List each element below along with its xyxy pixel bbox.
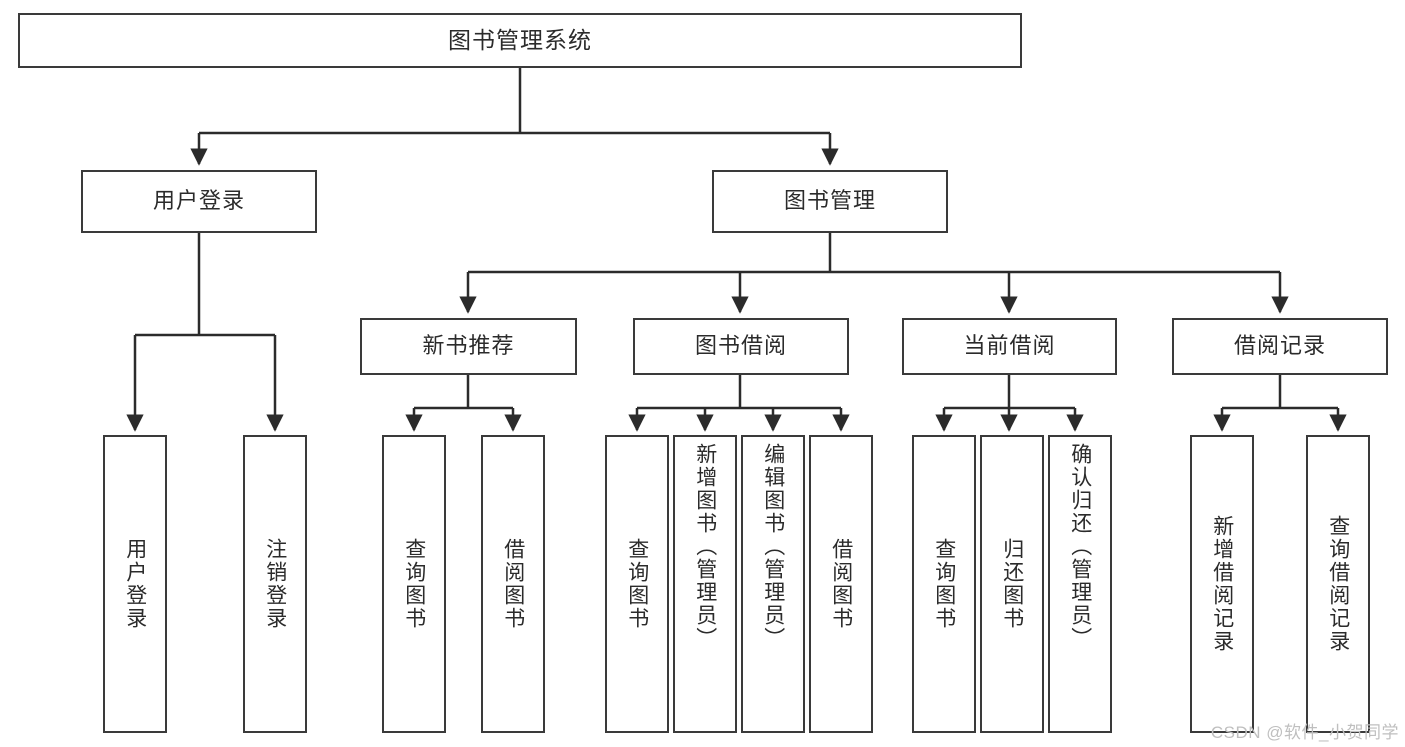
node-label: 图书借阅: [694, 333, 787, 359]
node-label: 当前借阅: [963, 333, 1056, 359]
leaf-borrow-record-add-record[interactable]: 新增借阅记录: [1190, 435, 1254, 733]
leaf-label: 查询图书: [932, 538, 956, 630]
leaf-current-borrow-query-book[interactable]: 查询图书: [912, 435, 976, 733]
leaf-current-borrow-confirm-return-admin[interactable]: 确认归还（管理员）: [1048, 435, 1112, 733]
leaf-label: 编辑图书（管理员）: [761, 443, 785, 650]
leaf-label: 新增图书（管理员）: [693, 443, 717, 650]
leaf-borrow-record-query-record[interactable]: 查询借阅记录: [1306, 435, 1370, 733]
leaf-current-borrow-return-book[interactable]: 归还图书: [980, 435, 1044, 733]
leaf-user-login-logout[interactable]: 注销登录: [243, 435, 307, 733]
node-book-borrow[interactable]: 图书借阅: [633, 318, 849, 375]
leaf-new-book-query-book[interactable]: 查询图书: [382, 435, 446, 733]
leaf-label: 用户登录: [123, 538, 147, 630]
node-new-book-recommend[interactable]: 新书推荐: [360, 318, 577, 375]
leaf-label: 查询借阅记录: [1326, 515, 1350, 653]
node-label: 图书管理系统: [448, 26, 592, 53]
leaf-label: 注销登录: [263, 538, 287, 630]
leaf-label: 归还图书: [1000, 538, 1024, 630]
node-label: 借阅记录: [1233, 333, 1326, 359]
leaf-label: 查询图书: [402, 538, 426, 630]
leaf-book-borrow-add-book-admin[interactable]: 新增图书（管理员）: [673, 435, 737, 733]
leaf-new-book-borrow-book[interactable]: 借阅图书: [481, 435, 545, 733]
node-book-management[interactable]: 图书管理: [712, 170, 948, 233]
node-user-login[interactable]: 用户登录: [81, 170, 317, 233]
node-borrow-record[interactable]: 借阅记录: [1172, 318, 1388, 375]
leaf-label: 查询图书: [625, 538, 649, 630]
csdn-watermark: CSDN @软件_小贺同学: [1210, 723, 1399, 742]
leaf-label: 借阅图书: [829, 538, 853, 630]
node-current-borrow[interactable]: 当前借阅: [902, 318, 1117, 375]
leaf-book-borrow-edit-book-admin[interactable]: 编辑图书（管理员）: [741, 435, 805, 733]
leaf-label: 确认归还（管理员）: [1068, 443, 1092, 650]
node-root-book-management-system[interactable]: 图书管理系统: [18, 13, 1022, 68]
leaf-user-login-login[interactable]: 用户登录: [103, 435, 167, 733]
node-label: 用户登录: [152, 188, 245, 214]
node-label: 图书管理: [783, 188, 876, 214]
leaf-label: 新增借阅记录: [1210, 515, 1234, 653]
leaf-book-borrow-query-book[interactable]: 查询图书: [605, 435, 669, 733]
node-label: 新书推荐: [422, 333, 515, 359]
leaf-book-borrow-borrow-book[interactable]: 借阅图书: [809, 435, 873, 733]
leaf-label: 借阅图书: [501, 538, 525, 630]
